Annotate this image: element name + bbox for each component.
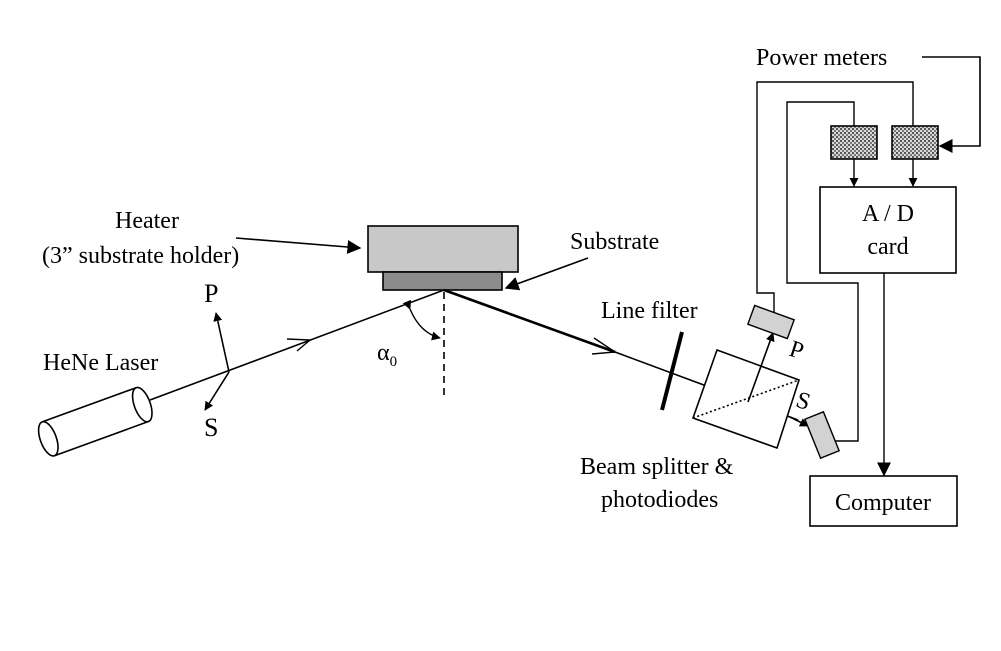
wire-photodiode-s-to-meter-1 (786, 101, 859, 442)
heater-sublabel: (3” substrate holder) (42, 243, 239, 269)
angle-subscript: 0 (390, 354, 398, 370)
wire-photodiode-p-to-meter-2 (756, 81, 914, 313)
photodiode-p-icon (746, 304, 796, 340)
ad-card-box (819, 186, 957, 274)
reflected-beam-direction-arrow (591, 337, 618, 355)
computer-box (809, 475, 958, 527)
substrate-pointer-arrow (504, 257, 589, 291)
computer-label: Computer (835, 490, 931, 516)
ad-card-label: A / D (862, 201, 914, 227)
beam-splitter-cube (691, 348, 800, 450)
substrate-label: Substrate (570, 229, 659, 255)
incident-beam (149, 289, 445, 401)
s-polarization-label: S (204, 413, 218, 442)
wire-power-meters-label-to-meter-2 (922, 56, 981, 153)
line-filter-label: Line filter (601, 298, 698, 324)
angle-symbol: α (377, 340, 390, 366)
hene-laser-icon (37, 386, 153, 457)
substrate-block (382, 271, 503, 291)
line-filter (660, 331, 684, 411)
incidence-angle-arc (402, 299, 441, 341)
beam-splitter-label: Beam splitter & (580, 454, 734, 480)
heater-pointer-arrow (235, 237, 362, 254)
power-meters-label: Power meters (756, 45, 887, 71)
heater-label: Heater (115, 208, 179, 234)
heater-block (367, 225, 519, 273)
incident-beam-direction-arrow (286, 338, 312, 352)
ad-card-sublabel: card (867, 234, 908, 260)
incidence-angle-label: α0 (377, 340, 397, 370)
reflected-beam (443, 288, 616, 354)
p-polarization-arrow (213, 312, 230, 373)
s-output-beam (789, 416, 809, 427)
power-meter-1 (830, 125, 878, 160)
power-meter-2 (891, 125, 939, 160)
p-polarization-label: P (204, 279, 218, 308)
photodiodes-label: photodiodes (601, 487, 718, 513)
s-polarization-arrow (204, 371, 230, 411)
p-output-beam (747, 332, 775, 403)
laser-label: HeNe Laser (43, 350, 158, 376)
photodiode-p-label: P (786, 336, 807, 365)
photodiode-s-icon (803, 410, 841, 460)
